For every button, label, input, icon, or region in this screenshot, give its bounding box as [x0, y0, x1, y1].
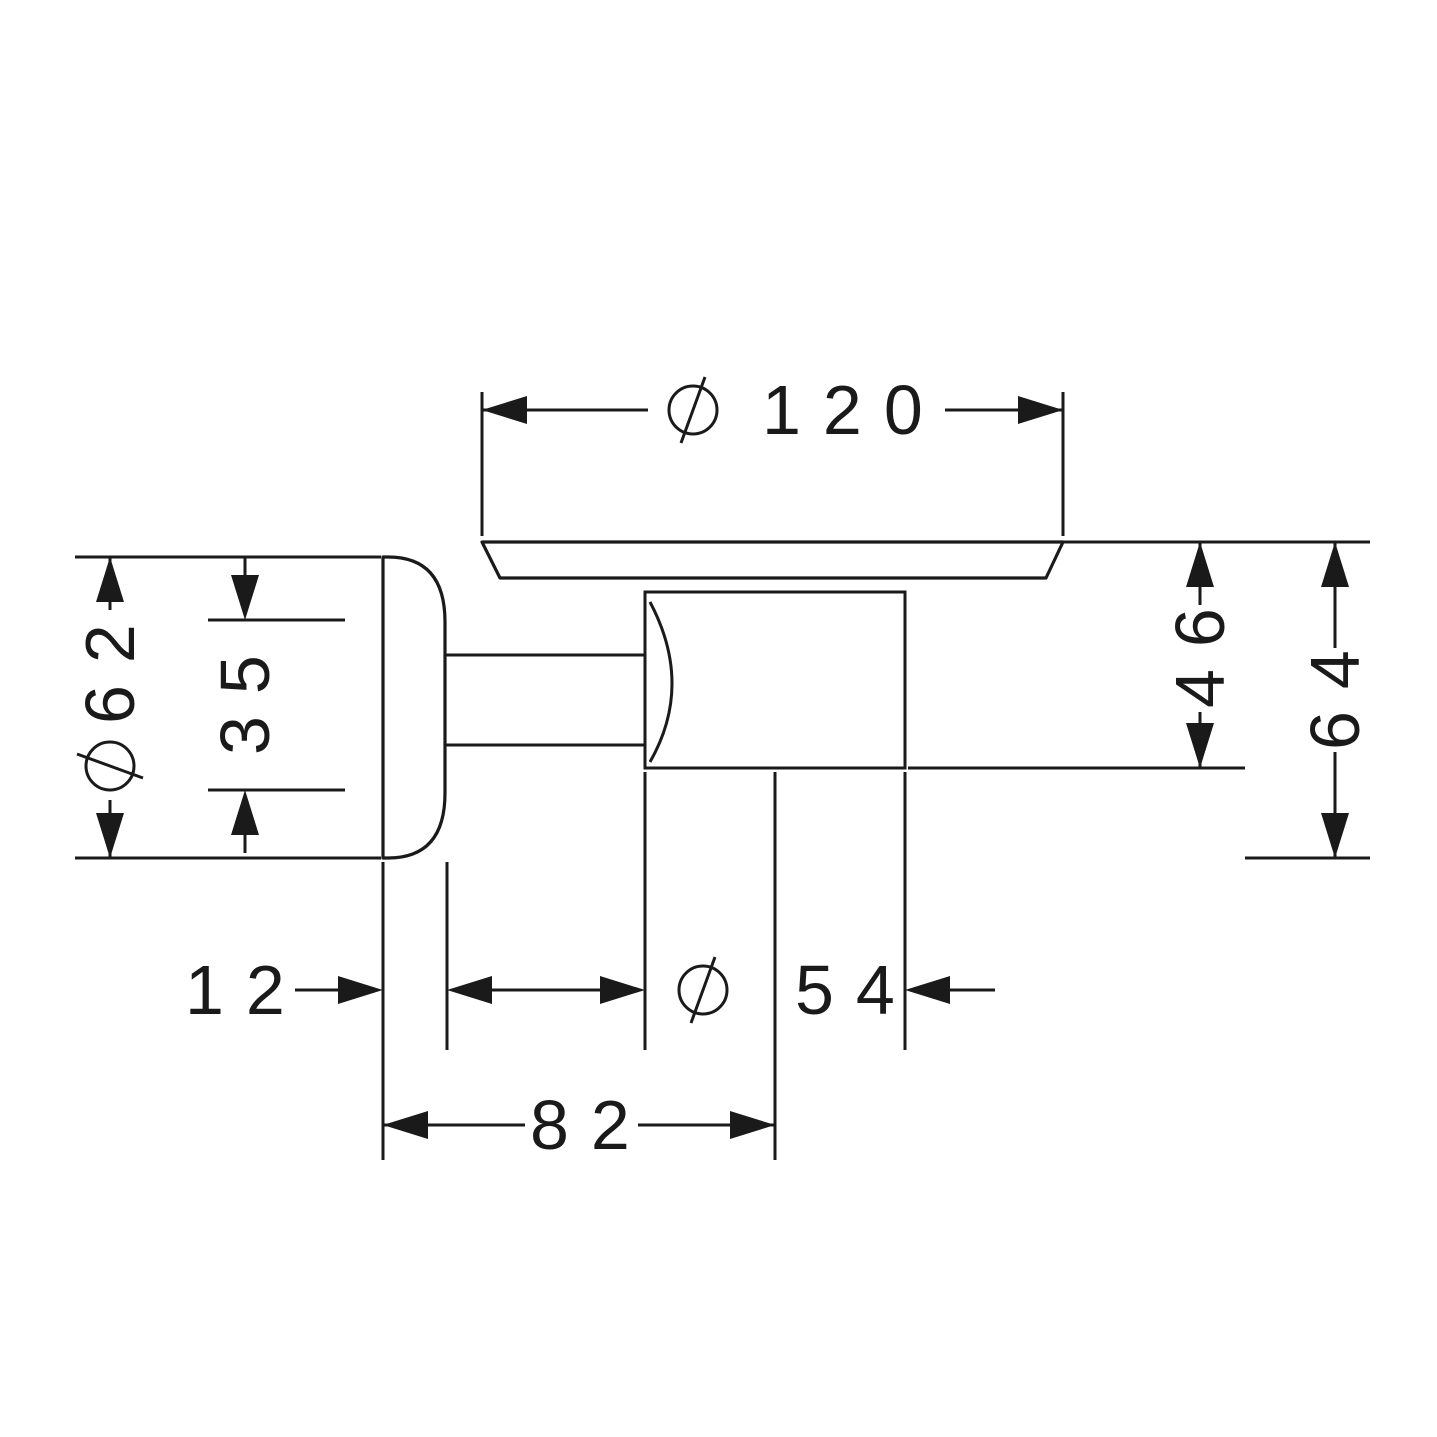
dimension-label: 120 — [762, 371, 945, 449]
arrowhead-down — [1321, 813, 1349, 858]
diameter-circle — [84, 740, 136, 792]
dimension-label: 12 — [185, 951, 307, 1029]
dish-plate-outline — [480, 540, 1065, 580]
diameter-circle — [667, 384, 719, 436]
dimension-cup-height: 46 — [908, 540, 1370, 770]
dimension-dish-diameter: 120 — [480, 371, 1065, 536]
diameter-slash — [679, 376, 707, 444]
cup-outline — [643, 590, 907, 770]
cup-inner-curve — [648, 601, 674, 763]
arrowhead-left — [447, 976, 492, 1004]
arrowhead-right — [338, 976, 383, 1004]
dimension-plate-diameter: 62 — [71, 555, 381, 860]
diameter-icon — [76, 740, 144, 792]
arrowhead-right — [730, 1111, 775, 1139]
arrowhead-right — [600, 976, 645, 1004]
dimension-plate-thickness: 12 — [185, 862, 602, 1160]
rotated-label-group: 46 — [1161, 586, 1239, 708]
arrowhead-up — [1321, 542, 1349, 587]
wall-plate-outline — [381, 555, 447, 860]
fixture-outline — [381, 540, 1065, 860]
dimension-label: 35 — [206, 633, 284, 755]
arrowhead-up — [1186, 542, 1214, 587]
arrowhead-down — [1186, 723, 1214, 768]
arrowhead-right — [1018, 396, 1063, 424]
dimension-label: 82 — [530, 1086, 652, 1164]
rotated-label-group: 62 — [71, 602, 149, 792]
arrowhead-left — [905, 976, 950, 1004]
dimension-total-height: 64 — [1245, 542, 1374, 860]
arrowhead-left — [482, 396, 527, 424]
arrowhead-up — [96, 557, 124, 602]
diameter-slash — [689, 956, 717, 1024]
diameter-circle — [677, 964, 729, 1016]
diameter-icon — [677, 956, 729, 1024]
arrowhead-down — [231, 575, 259, 620]
dimension-label: 62 — [71, 602, 149, 724]
rotated-label-group: 35 — [206, 633, 284, 755]
diameter-icon — [667, 376, 719, 444]
rotated-label-group: 64 — [1296, 628, 1374, 750]
diameter-slash — [76, 752, 144, 780]
arrowhead-down — [96, 813, 124, 858]
dimension-label: 46 — [1161, 586, 1239, 708]
dimension-cup-diameter: 54 — [600, 772, 995, 1050]
dimension-label: 64 — [1296, 628, 1374, 750]
dimension-total-depth: 82 — [383, 772, 777, 1164]
arrowhead-up — [231, 790, 259, 835]
dimension-arm-diameter: 35 — [206, 557, 345, 853]
dimension-label: 54 — [795, 951, 917, 1029]
arrowhead-left — [383, 1111, 428, 1139]
